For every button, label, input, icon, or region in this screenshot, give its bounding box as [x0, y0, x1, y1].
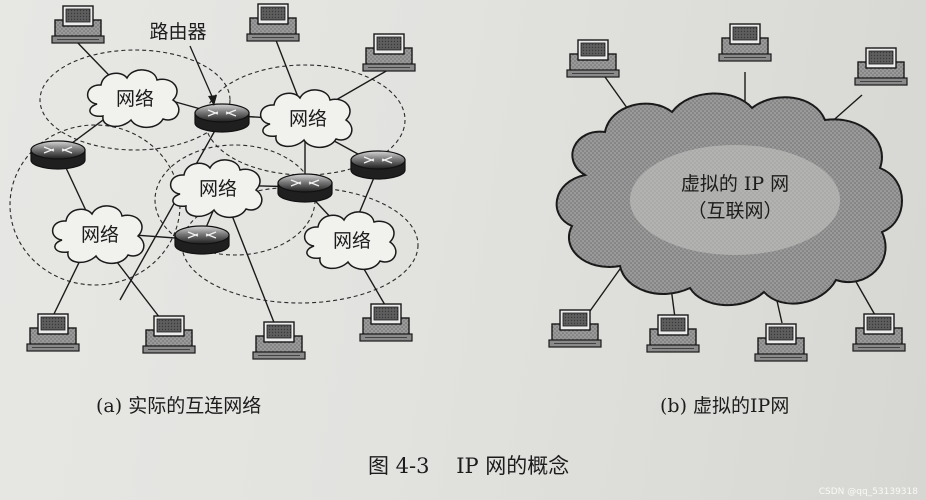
- actual-internetwork-panel: 网络 网络 网络 网络 网络 路由器: [9, 3, 419, 417]
- host-computer-icon: [362, 33, 416, 72]
- virtual-ip-network-panel: 虚拟的 IP 网 （互联网） (b) 虚拟的IP网: [548, 23, 908, 417]
- virtual-ip-network-label: 虚拟的 IP 网: [681, 173, 789, 195]
- host-computer-icon: [252, 321, 306, 360]
- host-computer-icon: [566, 39, 620, 78]
- network-label: 网络: [199, 178, 237, 200]
- network-label: 网络: [333, 230, 371, 252]
- host-computer-icon: [854, 47, 908, 86]
- figure-title: 图 4-3 IP 网的概念: [368, 454, 569, 478]
- host-computer-icon: [718, 23, 772, 62]
- network-label: 网络: [81, 224, 119, 246]
- network-labels: 网络 网络 网络 网络 网络: [81, 88, 371, 252]
- left-panel-caption: (a) 实际的互连网络: [96, 395, 261, 417]
- router-label: 路由器: [149, 21, 206, 43]
- host-computer-icon: [26, 313, 80, 352]
- router-icon: [30, 140, 86, 170]
- host-computer-icon: [359, 303, 413, 342]
- router-icon: [277, 173, 333, 203]
- internet-label: （互联网）: [687, 200, 782, 222]
- host-computer-icon: [852, 313, 906, 352]
- host-computer-icon: [51, 5, 105, 44]
- router-callout-arrow: [189, 45, 217, 106]
- router-icon: [350, 150, 406, 180]
- network-label: 网络: [289, 108, 327, 130]
- link: [854, 279, 876, 316]
- host-computer-icon: [754, 323, 808, 362]
- link: [119, 117, 223, 301]
- right-panel-caption: (b) 虚拟的IP网: [660, 395, 789, 417]
- router-icon: [174, 225, 230, 255]
- host-computer-icon: [646, 314, 700, 353]
- watermark: CSDN @qq_53139318: [819, 487, 919, 497]
- router-icon: [194, 103, 250, 133]
- link: [584, 261, 626, 319]
- network-boundary: [39, 49, 231, 151]
- host-computer-icon: [548, 309, 602, 348]
- cloud-highlight: [630, 145, 840, 255]
- host-computer-icon: [142, 315, 196, 354]
- host-computer-icon: [246, 3, 300, 42]
- network-label: 网络: [116, 88, 154, 110]
- network-boundary: [181, 186, 419, 304]
